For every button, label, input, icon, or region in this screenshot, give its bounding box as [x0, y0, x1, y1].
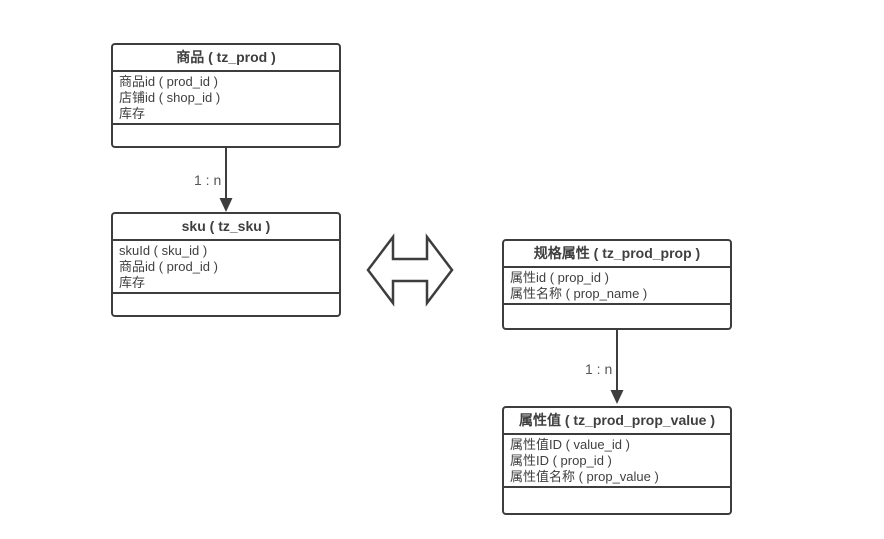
entity-sku: sku ( tz_sku ) skuId ( sku_id ) 商品id ( p…: [111, 212, 341, 317]
attribute: 商品id ( prod_id ): [119, 259, 218, 274]
attribute: 属性值ID ( value_id ): [510, 437, 630, 452]
entity-sku-attributes: skuId ( sku_id ) 商品id ( prod_id ) 库存: [113, 241, 339, 294]
entity-prod-title: 商品 ( tz_prod ): [113, 45, 339, 72]
double-arrow-icon: [366, 233, 454, 307]
entity-prod-prop-value-title: 属性值 ( tz_prod_prop_value ): [504, 408, 730, 435]
entity-prod-prop-value-empty-section: [504, 488, 730, 513]
arrowhead-down-icon: [219, 198, 233, 212]
entity-prod-prop-attributes: 属性id ( prop_id ) 属性名称 ( prop_name ): [504, 268, 730, 305]
relation-label-1n: 1 : n: [194, 172, 222, 188]
entity-prod: 商品 ( tz_prod ) 商品id ( prod_id ) 店铺id ( s…: [111, 43, 341, 148]
entity-prod-prop: 规格属性 ( tz_prod_prop ) 属性id ( prop_id ) 属…: [502, 239, 732, 330]
connector-prod-sku: [219, 148, 233, 212]
entity-prod-prop-value-attributes: 属性值ID ( value_id ) 属性ID ( prop_id ) 属性值名…: [504, 435, 730, 488]
entity-prod-prop-title: 规格属性 ( tz_prod_prop ): [504, 241, 730, 268]
arrowhead-down-icon: [610, 390, 624, 404]
attribute: 属性名称 ( prop_name ): [510, 286, 648, 301]
attribute: 属性值名称 ( prop_value ): [510, 469, 659, 484]
entity-sku-empty-section: [113, 294, 339, 315]
relation-label-1n: 1 : n: [585, 361, 613, 377]
entity-prod-prop-empty-section: [504, 305, 730, 328]
entity-prod-prop-value: 属性值 ( tz_prod_prop_value ) 属性值ID ( value…: [502, 406, 732, 515]
entity-prod-attributes: 商品id ( prod_id ) 店铺id ( shop_id ) 库存: [113, 72, 339, 125]
attribute: 商品id ( prod_id ): [119, 74, 218, 89]
attribute: 属性ID ( prop_id ): [510, 453, 612, 468]
entity-sku-title: sku ( tz_sku ): [113, 214, 339, 241]
attribute: 属性id ( prop_id ): [510, 270, 609, 285]
connector-prodprop-propvalue: [610, 330, 624, 404]
attribute: skuId ( sku_id ): [119, 243, 208, 258]
attribute: 库存: [119, 106, 146, 121]
entity-prod-empty-section: [113, 125, 339, 146]
attribute: 店铺id ( shop_id ): [119, 90, 221, 105]
attribute: 库存: [119, 275, 146, 290]
